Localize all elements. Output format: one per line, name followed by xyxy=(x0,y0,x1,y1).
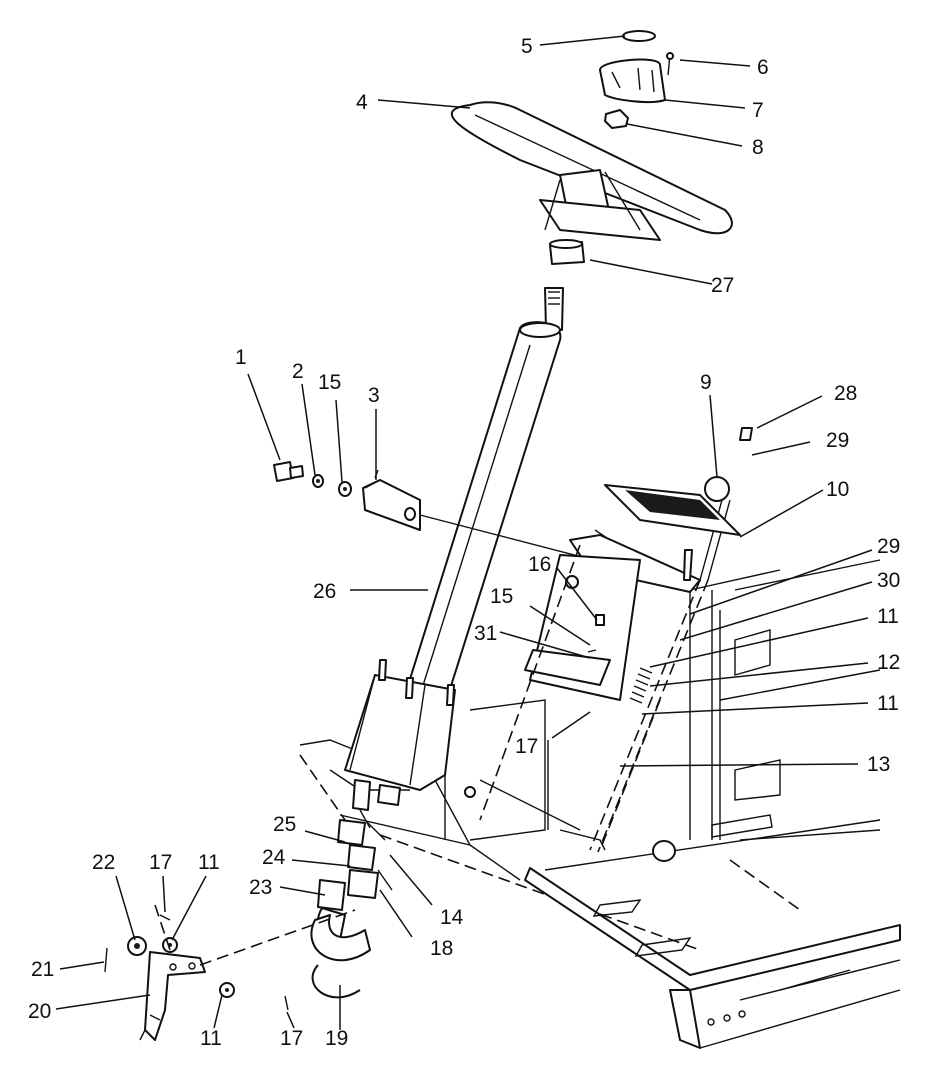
pivot-pin-21 xyxy=(104,947,108,973)
callout-1: 1 xyxy=(235,346,247,369)
flat-washer xyxy=(338,481,352,497)
console-dash-line xyxy=(479,544,581,821)
steering-gearbox xyxy=(344,659,456,811)
lock-washer xyxy=(312,474,324,488)
callout-11-upper: 11 xyxy=(877,605,899,628)
lower-washer-11 xyxy=(219,982,235,998)
callout-11-bottom: 11 xyxy=(200,1027,222,1050)
callout-31: 31 xyxy=(474,622,497,645)
callout-11-left: 11 xyxy=(198,851,220,874)
leader-lines xyxy=(55,35,873,1030)
cap-screw xyxy=(739,427,753,441)
hub-screw xyxy=(666,52,674,76)
callout-17-left: 17 xyxy=(149,851,172,874)
spacer-bushing xyxy=(549,239,585,265)
callout-20: 20 xyxy=(28,1000,51,1023)
shift-plate xyxy=(604,484,741,536)
callout-17-console: 17 xyxy=(515,735,538,758)
callout-labels: 1 2 15 3 4 5 6 7 8 27 9 28 29 10 29 30 1… xyxy=(28,35,900,1050)
callout-12: 12 xyxy=(877,651,900,674)
callout-25: 25 xyxy=(273,813,296,836)
steering-column xyxy=(404,287,564,706)
tension-spring xyxy=(629,667,653,704)
callout-27: 27 xyxy=(711,274,734,297)
console-bracket xyxy=(524,529,701,701)
cotter-pin-16 xyxy=(595,614,605,626)
steering-wheel xyxy=(450,101,733,241)
callout-6: 6 xyxy=(757,56,769,79)
pivot-washer-22 xyxy=(127,936,147,956)
callout-14: 14 xyxy=(440,906,464,929)
hydraulic-fittings xyxy=(310,809,393,999)
callout-5: 5 xyxy=(521,35,533,58)
callout-18: 18 xyxy=(430,937,453,960)
callout-15: 15 xyxy=(318,371,341,394)
steering-hub-cover xyxy=(599,58,666,104)
small-washer-31 xyxy=(587,649,597,653)
callout-4: 4 xyxy=(356,91,368,114)
upper-pin-17 xyxy=(159,914,171,921)
pin-dash-line xyxy=(154,904,171,951)
pivot-arm xyxy=(139,951,206,1041)
lower-pin-17 xyxy=(284,995,289,1011)
lever-knob xyxy=(704,476,730,502)
callout-17-bottom: 17 xyxy=(280,1027,303,1050)
callout-29-upper: 29 xyxy=(826,429,849,452)
clamp-bolt xyxy=(273,461,304,482)
chassis-frame xyxy=(299,559,901,1049)
callout-19: 19 xyxy=(325,1027,348,1050)
callout-8: 8 xyxy=(752,136,764,159)
callout-30: 30 xyxy=(877,569,900,592)
callout-21: 21 xyxy=(31,958,54,981)
callout-10: 10 xyxy=(826,478,849,501)
callout-11-middle: 11 xyxy=(877,692,899,715)
column-clamp-bracket xyxy=(362,469,421,531)
linkage-dash-line xyxy=(199,909,356,966)
callout-16: 16 xyxy=(528,553,551,576)
callout-29-lower: 29 xyxy=(877,535,900,558)
callout-3: 3 xyxy=(368,384,380,407)
callout-2: 2 xyxy=(292,360,304,383)
callout-26: 26 xyxy=(313,580,336,603)
callout-22: 22 xyxy=(92,851,115,874)
callout-23: 23 xyxy=(249,876,272,899)
callout-9: 9 xyxy=(700,371,712,394)
horn-cap xyxy=(622,30,656,42)
steering-nut xyxy=(604,109,629,129)
callout-24: 24 xyxy=(262,846,286,869)
callout-15-console: 15 xyxy=(490,585,513,608)
callout-13: 13 xyxy=(867,753,890,776)
lever-rod-dash xyxy=(599,699,661,851)
callout-28: 28 xyxy=(834,382,857,405)
callout-7: 7 xyxy=(752,99,764,122)
